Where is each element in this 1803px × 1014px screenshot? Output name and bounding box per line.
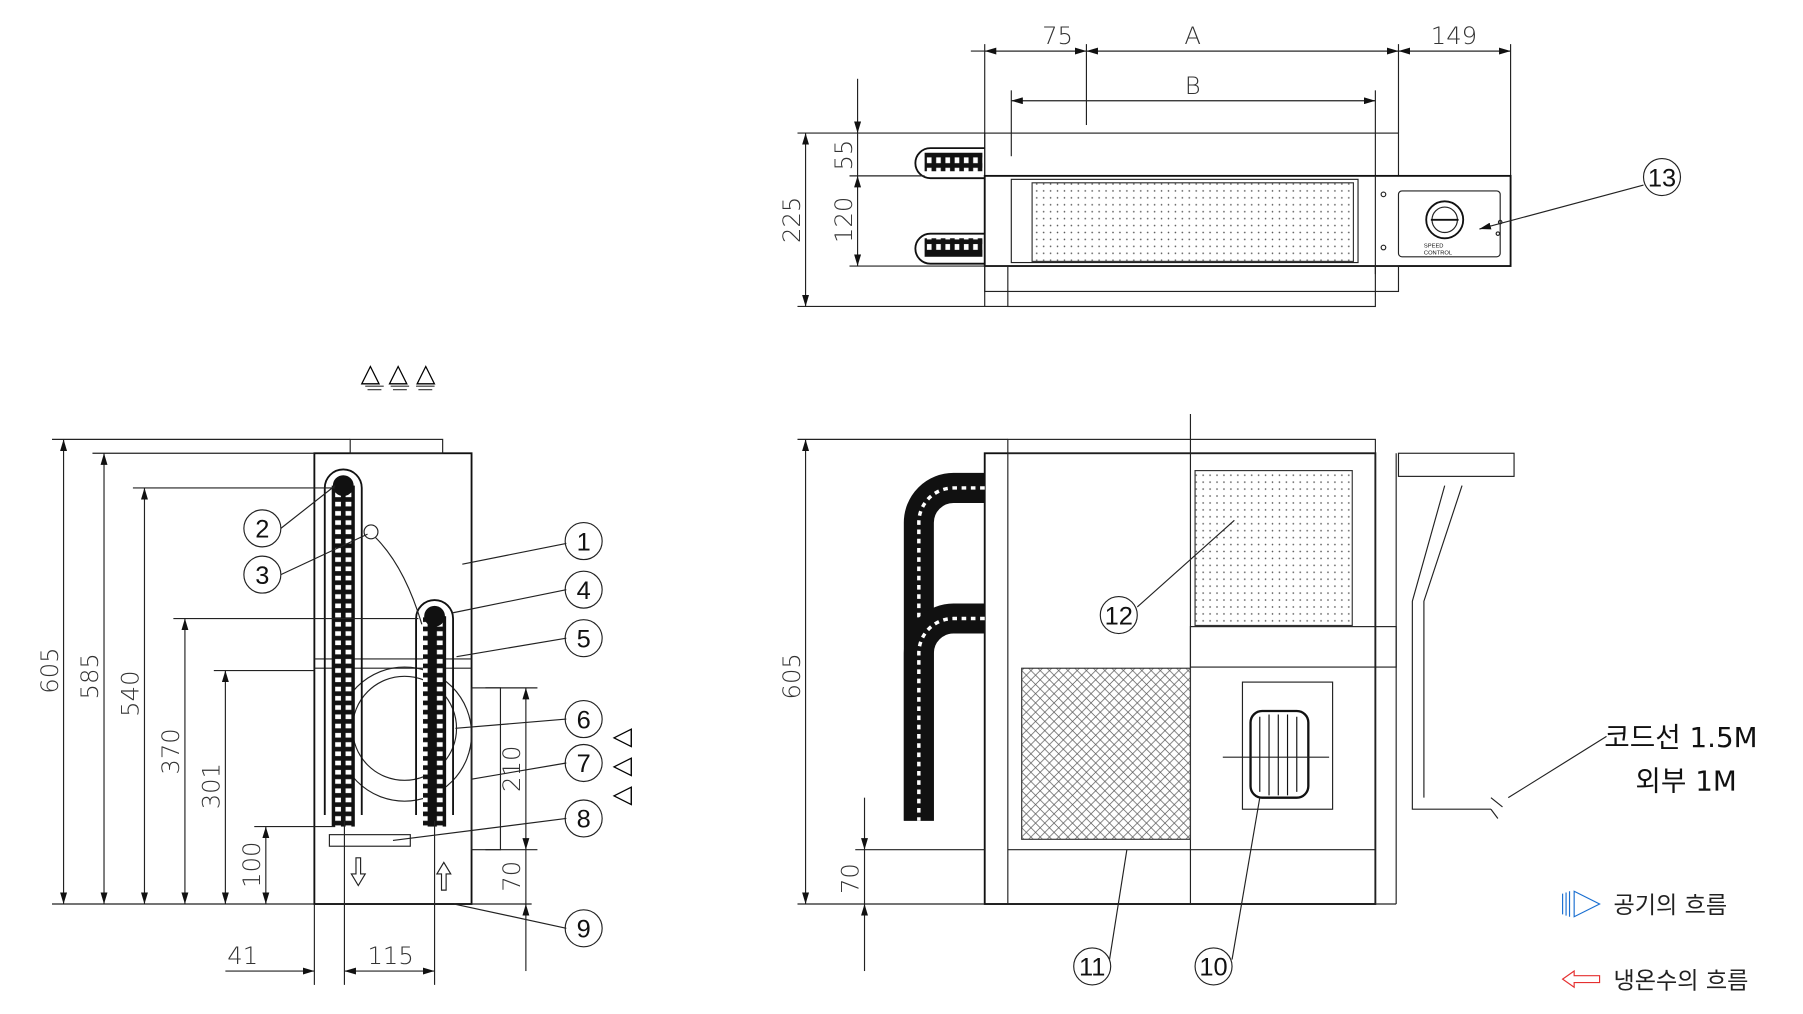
front-view: 605 70 12 11 10 코드선 1.5M 외부 1M [777,413,1758,986]
top-view: 75 A 149 B SPEED CONTROL [777,21,1682,308]
svg-text:△: △ [361,358,381,388]
control-box [1397,452,1515,477]
callout-2: 2 [255,516,269,544]
coil-front [903,472,985,821]
dim-585: 585 [75,653,104,699]
dim-41: 41 [227,941,258,970]
svg-text:△: △ [388,358,408,388]
dim-210: 210 [497,746,526,792]
callout-8: 8 [577,806,591,834]
callout-13: 13 [1648,164,1676,192]
svg-text:◁: ◁ [613,778,633,808]
filter-lower [1021,667,1192,840]
callouts-side: 1 2 3 4 5 6 7 8 9 [243,509,603,948]
dim-605: 605 [35,647,64,693]
dim-605-front: 605 [777,653,806,699]
legend-water-flow: 냉온수의 흐름 [1613,968,1748,994]
cord-length-label: 코드선 1.5M [1604,721,1757,754]
air-inlet-arrows-top-icon: △△△ [361,358,436,391]
external-length-label: 외부 1M [1635,765,1736,798]
dim-120: 120 [829,197,858,243]
coil-tall [323,468,363,827]
dim-55: 55 [829,140,858,171]
svg-text:△: △ [416,358,436,388]
dim-100: 100 [237,842,266,888]
air-out-arrow-icon [350,857,367,887]
callout-10: 10 [1199,954,1227,982]
speed-knob-icon[interactable] [1425,200,1465,240]
air-vent [363,524,379,540]
callout-7: 7 [577,750,591,778]
drain-pan [328,834,411,847]
side-view: △△△ [35,358,633,985]
dim-370: 370 [156,728,185,774]
dim-B: B [1185,71,1201,100]
callout-13-circle [1642,157,1682,197]
coil-stub-lower [914,232,985,265]
dim-115: 115 [367,941,413,970]
air-in-arrow-icon [435,861,452,891]
callout-5: 5 [577,625,591,653]
legend-air-flow: 공기의 흐름 [1613,893,1727,919]
svg-text:◁: ◁ [613,721,633,751]
filter-top [1031,182,1354,262]
coil-short [415,599,454,827]
speed-control-panel [1397,190,1501,258]
callout-11: 11 [1079,954,1105,982]
filter-upper [1194,470,1353,627]
legend: 공기의 흐름 냉온수의 흐름 [1561,890,1748,994]
dim-70-front: 70 [836,863,865,894]
power-plug-icon [1490,797,1503,819]
coil-stub-upper [914,147,985,180]
speed-label: SPEED [1424,244,1444,250]
dim-149: 149 [1431,21,1477,50]
dim-A: A [1184,21,1201,50]
callout-12: 12 [1105,602,1133,630]
air-inlet-arrows-side-icon: ◁◁◁ [613,721,633,809]
callout-3: 3 [255,562,269,590]
callout-6: 6 [577,706,591,734]
dim-301: 301 [197,763,226,809]
fan-motor [1222,681,1334,810]
dim-70: 70 [497,861,526,892]
callout-4: 4 [577,577,591,605]
callout-1: 1 [577,528,591,556]
air-flow-icon [1562,890,1601,918]
dim-75: 75 [1042,21,1073,50]
dim-540: 540 [116,670,145,716]
svg-text:◁: ◁ [613,749,633,779]
dim-225: 225 [777,197,806,243]
control-label: CONTROL [1424,250,1453,256]
water-flow-icon [1561,969,1601,989]
callout-9: 9 [577,916,591,944]
